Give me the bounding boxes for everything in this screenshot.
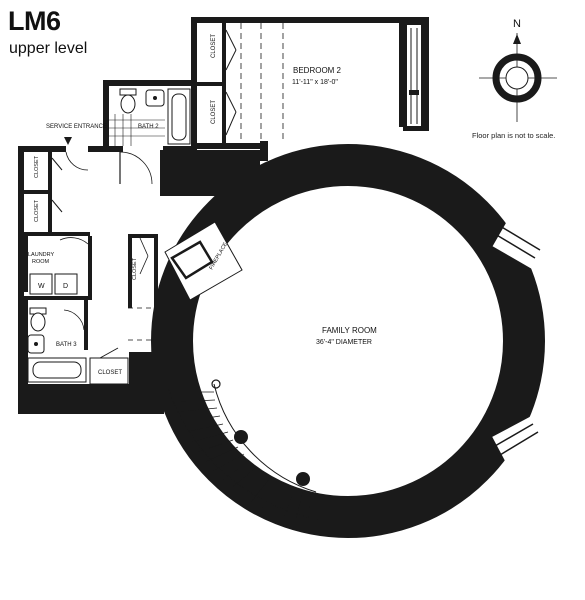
left-wing-walls: CLOSET CLOSET SERVICE ENTRANCE LAUNDRY R… (18, 124, 268, 414)
closet-label: CLOSET (211, 100, 217, 124)
plan-subtitle: upper level (9, 40, 88, 57)
spiral-stairs (167, 379, 321, 523)
bedroom-2-dims: 11'-11" x 18'-0" (292, 79, 338, 86)
family-room-dims: 36'-4" DIAMETER (316, 339, 372, 346)
washer-label: W (38, 283, 45, 290)
bath-2-label: BATH 2 (138, 124, 159, 130)
bedroom-2-name: BEDROOM 2 (293, 66, 342, 75)
window-right-upper (492, 216, 550, 270)
fireplace: FIREPLACE (164, 221, 243, 301)
closet-label: CLOSET (34, 155, 40, 178)
laundry-label: ROOM (32, 259, 50, 265)
closet-label: CLOSET (34, 199, 40, 222)
scale-note: Floor plan is not to scale. (472, 131, 556, 140)
closet-label: CLOSET (211, 34, 217, 58)
closet-label: CLOSET (132, 257, 138, 280)
service-entrance-label: SERVICE ENTRANCE (46, 124, 107, 130)
bath-3-label: BATH 3 (56, 342, 77, 348)
closet-label: CLOSET (98, 370, 122, 376)
compass-rose-icon: N (479, 18, 557, 122)
laundry-label: LAUNDRY (28, 252, 55, 258)
family-room-name: FAMILY ROOM (322, 326, 377, 335)
compass-north-label: N (513, 18, 521, 30)
bath-2: BATH 2 (103, 80, 197, 152)
window-right-lower (492, 415, 550, 469)
dryer-label: D (63, 283, 68, 290)
family-room-walls (151, 144, 545, 538)
plan-title: LM6 (8, 6, 61, 36)
